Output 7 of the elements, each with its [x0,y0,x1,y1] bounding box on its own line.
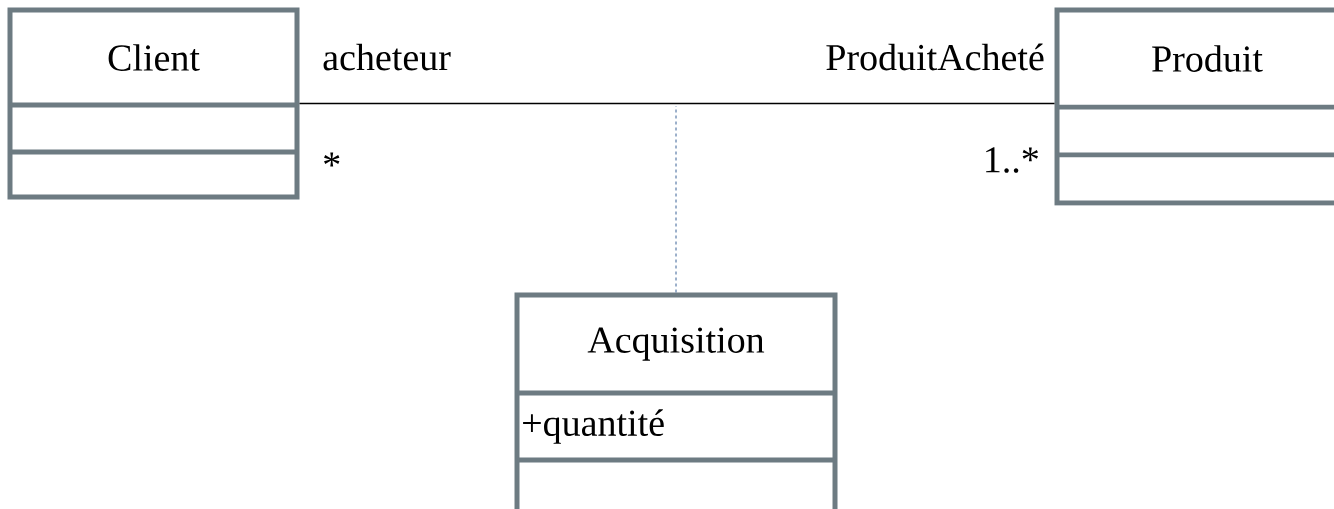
class-box: Acquisition +quantité [514,292,838,509]
association-class-line [675,105,677,294]
class-box: Produit [1054,7,1334,206]
class-box: Client [7,7,300,200]
association-line [298,102,1056,105]
role-label: ProduitAcheté [826,43,1044,71]
role-label: acheteur [323,43,451,71]
